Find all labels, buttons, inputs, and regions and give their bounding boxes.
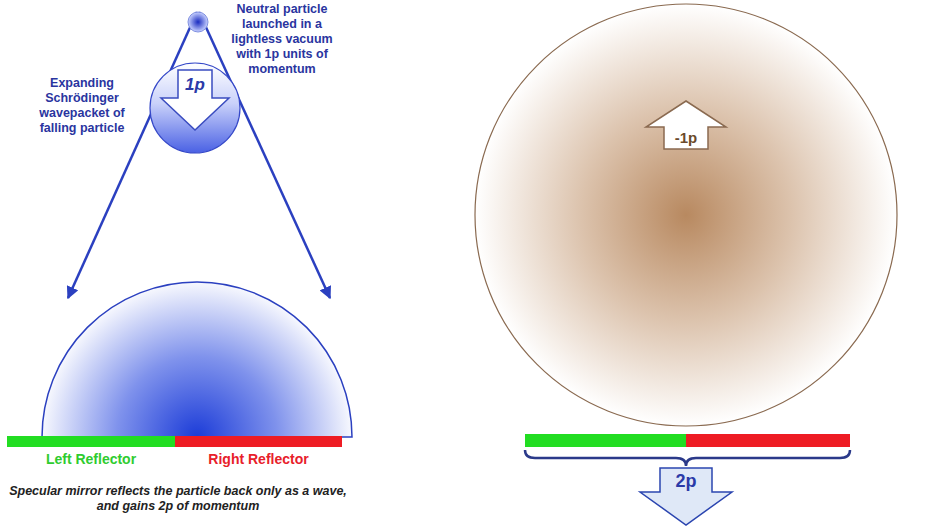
particle-dot — [188, 12, 208, 32]
right-reflector — [175, 436, 342, 447]
reflected-wavepacket — [475, 4, 897, 426]
wavepacket-half — [42, 282, 352, 437]
shape-node: -1p — [474, 3, 898, 427]
momentum-label: -1p — [675, 128, 698, 148]
shape-node: 1p — [149, 62, 241, 154]
note-text: Expanding Schrödinger wavepacket of fall… — [36, 76, 128, 136]
reflector-name: Left Reflector — [7, 452, 175, 467]
left-reflector — [525, 434, 686, 447]
reflector-name: Right Reflector — [175, 452, 342, 467]
wavepacket-circle — [150, 63, 240, 153]
note-text: Neutral particle launched in a lightless… — [230, 2, 334, 77]
momentum-arrow — [646, 101, 726, 149]
momentum-label: 2p — [675, 470, 696, 492]
momentum-arrow — [640, 468, 732, 525]
spread-line — [68, 12, 197, 298]
caption-text: Specular mirror reflects the particle ba… — [8, 484, 348, 514]
shape-outline — [474, 3, 898, 427]
shape-node: 2p — [636, 466, 736, 528]
momentum-arrow — [161, 70, 229, 130]
right-reflector — [686, 434, 850, 447]
brace — [525, 450, 850, 466]
left-reflector — [7, 436, 175, 447]
momentum-label: 1p — [185, 74, 205, 96]
